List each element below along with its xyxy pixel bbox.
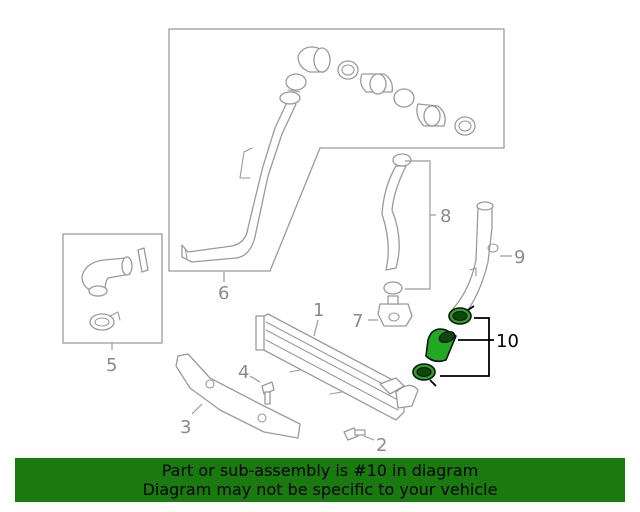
- callout-9: 9: [514, 247, 525, 268]
- part-2-bolt[interactable]: [343, 427, 366, 441]
- callout-6: 6: [218, 283, 229, 304]
- part-1-intercooler[interactable]: [255, 313, 419, 421]
- part-4-bolt[interactable]: [261, 381, 275, 405]
- callout-labels: 1 2 3 4 5 6 7 8 9 10: [106, 206, 525, 456]
- part-9-outlet-pipe[interactable]: [451, 201, 499, 319]
- part-10-highlighted-hose-assembly[interactable]: [412, 305, 475, 387]
- callout-2: 2: [376, 435, 387, 456]
- callout-5: 5: [106, 355, 117, 376]
- callout-1: 1: [313, 300, 324, 321]
- banner-line-1: Part or sub-assembly is #10 in diagram: [161, 461, 479, 480]
- info-banner: Part or sub-assembly is #10 in diagram D…: [15, 458, 625, 502]
- part-10-upper-clamp[interactable]: [448, 305, 475, 325]
- part-7-sensor-bracket[interactable]: [377, 295, 413, 327]
- part-10-lower-clamp[interactable]: [412, 363, 437, 387]
- callout-10: 10: [496, 331, 519, 352]
- part-5-elbow-hose[interactable]: [81, 247, 149, 331]
- callout-8: 8: [440, 206, 451, 227]
- leader-lines: [111, 160, 512, 441]
- callout-4: 4: [238, 362, 249, 383]
- assembly-6-frame: [168, 28, 505, 272]
- part-10-hose[interactable]: [425, 328, 457, 363]
- part-6-hose-chain[interactable]: [297, 46, 476, 136]
- part-3-bracket[interactable]: [175, 353, 301, 439]
- part-8-hose[interactable]: [381, 153, 412, 295]
- callout-7: 7: [352, 311, 363, 332]
- banner-line-2: Diagram may not be specific to your vehi…: [142, 480, 498, 499]
- callout-3: 3: [180, 417, 191, 438]
- part-6-intake-pipe[interactable]: [181, 73, 307, 263]
